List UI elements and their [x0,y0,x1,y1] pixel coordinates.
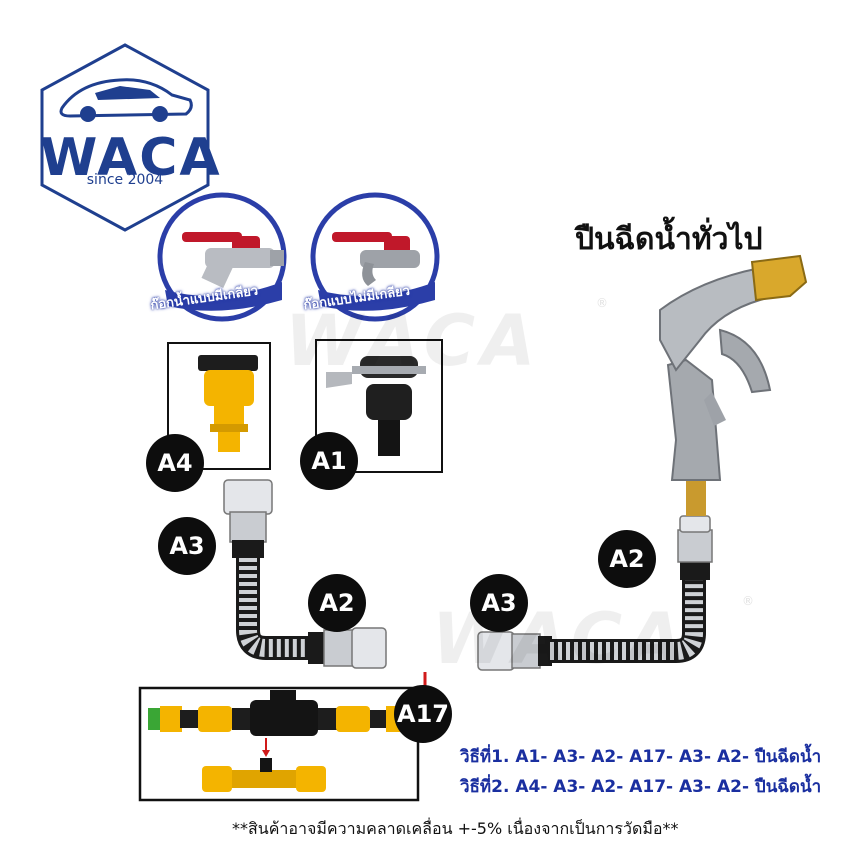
watermark-top-reg: ® [596,296,608,310]
watermark-top: WACA [285,300,542,382]
badge-a3-left: A3 [158,517,216,575]
method-2: วิธีที่2. A4- A3- A2- A17- A3- A2- ปืนฉี… [460,777,822,797]
badge-a4: A4 [146,434,204,492]
badge-a1: A1 [300,432,358,490]
method-1: วิธีที่1. A1- A3- A2- A17- A3- A2- ปืนฉี… [460,747,822,767]
page-title: ปืนฉีดน้ำทั่วไป [575,222,763,257]
left-hose-assembly [223,479,387,669]
a17-valve-image [138,672,427,802]
badge-a2-right: A2 [598,530,656,588]
logo-brand: WACA [40,128,222,188]
waca-logo [40,43,210,232]
spray-gun-image [659,254,808,516]
badge-a2-left: A2 [308,574,366,632]
badge-a17: A17 [394,685,452,743]
logo-since: since 2004 [86,172,164,188]
unthreaded-faucet-icon [310,192,440,322]
badge-a3-right: A3 [470,574,528,632]
car-icon [59,78,193,118]
threaded-faucet-icon [157,192,287,322]
footnote: **สินค้าอาจมีความคลาดเคลื่อน +-5% เนื่อง… [232,819,679,838]
watermark-bottom-reg: ® [742,594,754,608]
right-hose-assembly [477,515,713,671]
